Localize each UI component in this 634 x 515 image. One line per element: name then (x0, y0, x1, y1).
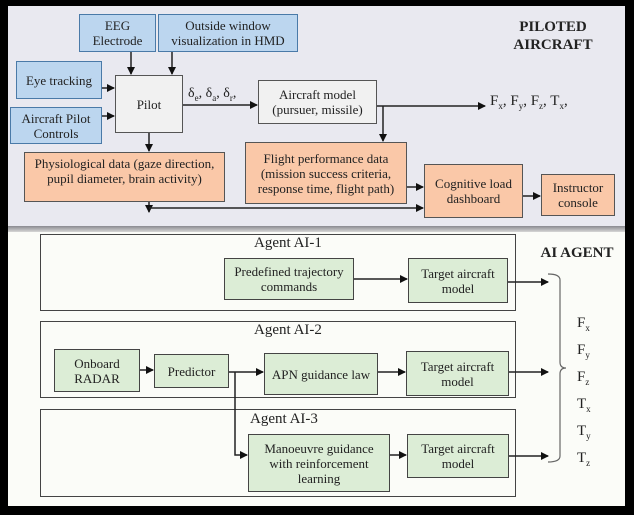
signal-delta-r: δr (223, 86, 233, 103)
output-brace (547, 273, 567, 463)
piloted-outputs-label: Fx, Fy, Fz, Tx, (490, 93, 568, 111)
signal-delta-a: δa (205, 86, 217, 103)
target-aircraft-model-1-box: Target aircraft model (408, 258, 508, 303)
predictor-box: Predictor (154, 354, 229, 388)
physiological-data-box: Physiological data (gaze direction, pupi… (24, 152, 225, 202)
piloted-aircraft-title: PILOTED AIRCRAFT (498, 18, 608, 54)
aircraft-model-box: Aircraft model (pursuer, missile) (258, 80, 377, 124)
ai-agent-title: AI AGENT (540, 245, 614, 261)
outside-window-box: Outside window visualization in HMD (158, 14, 298, 52)
eye-tracking-box: Eye tracking (16, 61, 102, 99)
pilot-controls-box: Aircraft Pilot Controls (10, 107, 102, 144)
predefined-trajectory-box: Predefined trajectory commands (224, 258, 354, 300)
panel-separator (8, 226, 625, 232)
flight-performance-box: Flight performance data (mission success… (245, 142, 407, 204)
title-line-1: PILOTED (519, 19, 587, 35)
ai-outputs-list: Fx Fy Fz Tx Ty Tz (577, 312, 591, 474)
pilot-box: Pilot (115, 75, 183, 133)
line-predictor-to-manoeuvre (234, 372, 248, 459)
manoeuvre-guidance-box: Manoeuvre guidance with reinforcement le… (248, 434, 390, 492)
output-fy: Fy (577, 342, 590, 360)
target-aircraft-model-3-box: Target aircraft model (407, 434, 509, 478)
agent-ai-3-container (40, 409, 516, 497)
agent-ai-3-title: Agent AI-3 (250, 411, 318, 427)
target-aircraft-model-2-box: Target aircraft model (406, 351, 509, 396)
agent-ai-2-container (40, 321, 516, 398)
title-line-2: AIRCRAFT (513, 37, 593, 53)
output-ty: Ty (577, 423, 591, 441)
cognitive-load-dashboard-box: Cognitive load dashboard (424, 164, 523, 218)
output-fz: Fz (577, 369, 590, 387)
output-fx: Fx (577, 315, 590, 333)
agent-ai-1-container (40, 234, 516, 311)
signal-delta-e: δe (188, 86, 199, 103)
eeg-electrode-box: EEG Electrode (79, 14, 156, 52)
agent-ai-2-title: Agent AI-2 (254, 322, 322, 338)
control-signals-label: δe, δa, δr, (188, 86, 237, 103)
apn-guidance-box: APN guidance law (264, 353, 378, 395)
onboard-radar-box: Onboard RADAR (54, 349, 140, 392)
output-tz: Tz (577, 450, 591, 468)
agent-ai-1-title: Agent AI-1 (254, 235, 322, 251)
instructor-console-box: Instructor console (541, 174, 615, 216)
output-tx: Tx (577, 396, 591, 414)
